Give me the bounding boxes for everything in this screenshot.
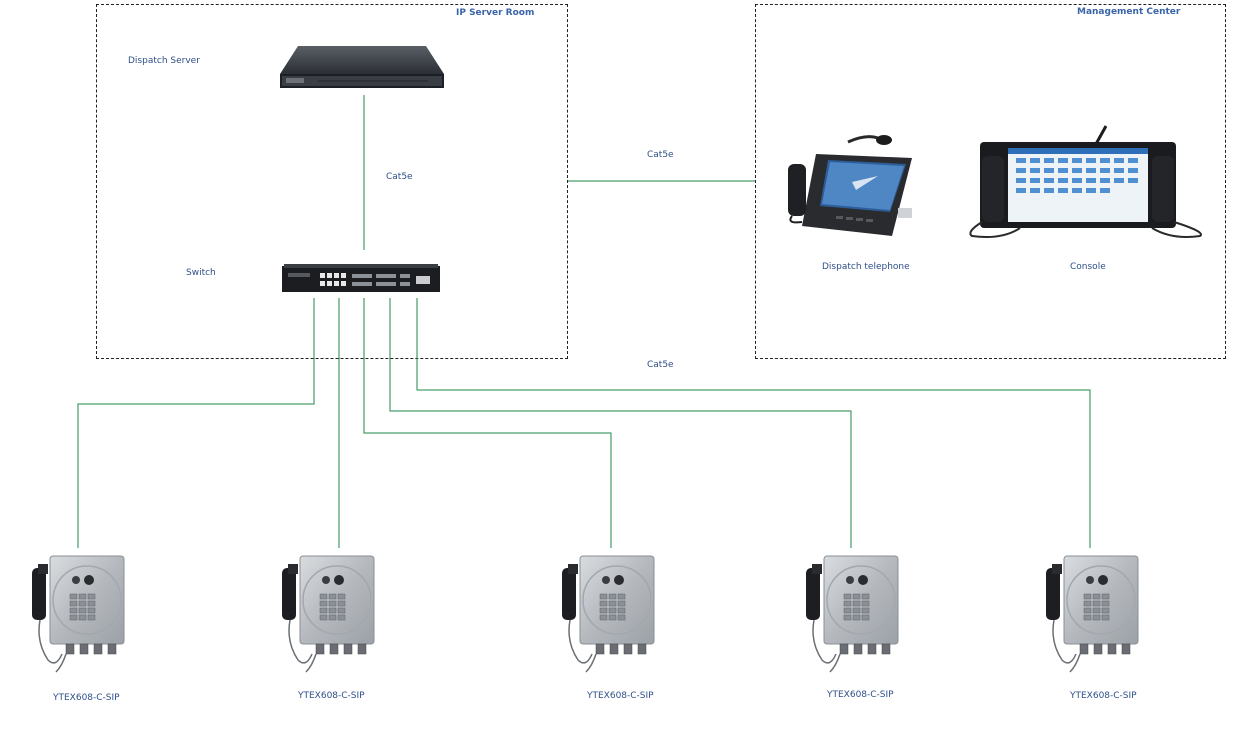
explosion-proof-telephone-icon bbox=[282, 555, 375, 673]
dispatch-telephone-label: Dispatch telephone bbox=[822, 262, 910, 272]
cat5e-endpoints-label: Cat5e bbox=[647, 360, 674, 370]
endpoint-3-label: YTEX608-C-SIP bbox=[587, 691, 654, 701]
cat5e-server-switch-label: Cat5e bbox=[386, 172, 413, 182]
cable-endpoint-4 bbox=[389, 298, 852, 548]
explosion-proof-telephone-icon bbox=[1046, 555, 1139, 673]
explosion-proof-telephone-icon bbox=[32, 555, 125, 673]
endpoint-1-label: YTEX608-C-SIP bbox=[53, 693, 120, 703]
cable-endpoint-1 bbox=[77, 298, 315, 548]
ip-server-room-title: IP Server Room bbox=[456, 8, 535, 18]
dispatch-server-icon bbox=[280, 46, 444, 88]
endpoint-2-label: YTEX608-C-SIP bbox=[298, 691, 365, 701]
endpoint-4-label: YTEX608-C-SIP bbox=[827, 690, 894, 700]
dispatch-telephone-icon bbox=[788, 135, 912, 236]
console-label: Console bbox=[1070, 262, 1106, 272]
management-center-title: Management Center bbox=[1077, 7, 1181, 17]
dispatch-server-label: Dispatch Server bbox=[128, 56, 200, 66]
network-switch-icon bbox=[282, 264, 440, 292]
cable-endpoint-3 bbox=[363, 298, 612, 548]
dispatch-console-icon bbox=[969, 125, 1202, 238]
explosion-proof-telephone-icon bbox=[562, 555, 655, 673]
cat5e-room-mgmt-label: Cat5e bbox=[647, 150, 674, 160]
switch-label: Switch bbox=[186, 268, 216, 278]
cable-endpoint-5 bbox=[416, 298, 1091, 548]
endpoint-5-label: YTEX608-C-SIP bbox=[1070, 691, 1137, 701]
ip-server-room-zone bbox=[96, 4, 568, 359]
management-center-zone bbox=[755, 4, 1226, 359]
explosion-proof-telephone-icon bbox=[806, 555, 899, 673]
